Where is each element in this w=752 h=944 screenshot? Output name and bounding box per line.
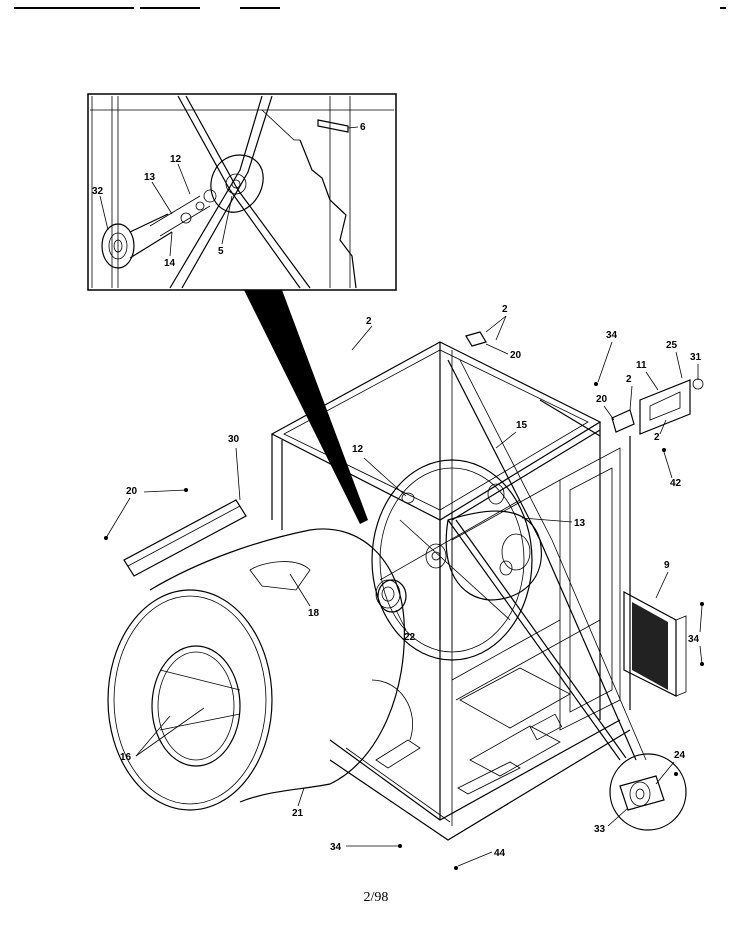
callout-18: 18 — [308, 608, 320, 619]
callout-32-inset: 32 — [92, 186, 104, 197]
callout-30: 30 — [228, 434, 240, 445]
callout-34-top: 34 — [606, 330, 618, 341]
callout-2-right-lower: 2 — [654, 432, 660, 443]
callout-14-inset: 14 — [164, 258, 176, 269]
callout-20-left: 20 — [126, 486, 138, 497]
front-drum — [107, 528, 413, 811]
callout-25: 25 — [666, 340, 678, 351]
callout-20-right: 20 — [596, 394, 608, 405]
cabinet-frame — [270, 341, 647, 841]
inset-callouts: 6 12 13 32 14 5 — [92, 122, 366, 269]
trim-piece — [123, 499, 247, 577]
main-callouts: 2 2 20 34 11 25 31 2 20 2 42 30 20 12 15 — [105, 304, 703, 867]
callout-2-top-left: 2 — [366, 316, 372, 327]
rear-bulkhead — [371, 459, 542, 661]
callout-24: 24 — [674, 750, 686, 761]
callout-44: 44 — [494, 848, 506, 859]
callout-16: 16 — [120, 752, 132, 763]
callout-31: 31 — [690, 352, 702, 363]
callout-2-top-right: 2 — [502, 304, 508, 315]
callout-9: 9 — [664, 560, 670, 571]
control-bracket — [639, 378, 704, 435]
inset-detail — [87, 93, 397, 291]
callout-15-top: 15 — [516, 420, 528, 431]
callout-5-inset: 5 — [218, 246, 224, 257]
callout-12-main: 12 — [352, 444, 364, 455]
callout-12-inset: 12 — [170, 154, 182, 165]
callout-34-bottom: 34 — [330, 842, 342, 853]
cropped-header-text — [0, 0, 752, 9]
callout-6: 6 — [360, 122, 366, 133]
bearing-bracket — [377, 579, 407, 613]
callout-11: 11 — [636, 360, 647, 371]
page-number: 2/98 — [363, 890, 389, 905]
motor-detail-circle — [447, 519, 687, 831]
heater-box — [623, 590, 687, 697]
callout-13-main: 13 — [574, 518, 586, 529]
callout-34-right: 34 — [688, 634, 700, 645]
zoom-wedge — [244, 290, 368, 524]
callout-2-mid: 2 — [626, 374, 632, 385]
callout-42: 42 — [670, 478, 682, 489]
callout-22: 22 — [404, 632, 416, 643]
callout-33: 33 — [594, 824, 606, 835]
clips — [104, 331, 704, 870]
callout-21: 21 — [292, 808, 304, 819]
callout-20-top: 20 — [510, 350, 522, 361]
callout-13-inset: 13 — [144, 172, 156, 183]
